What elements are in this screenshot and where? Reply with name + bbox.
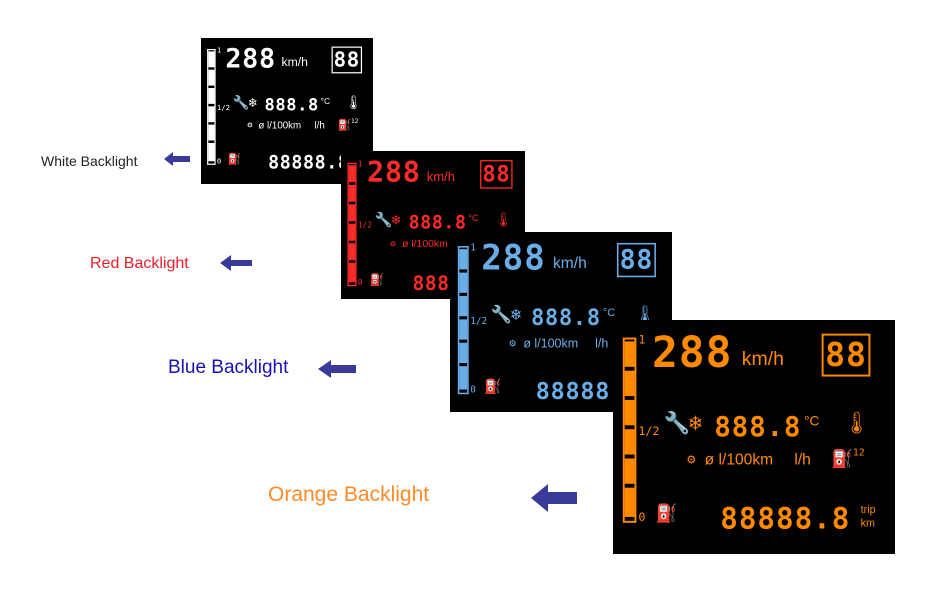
scale-mid: 1/2 <box>357 220 372 230</box>
speed-digits: 288 <box>367 156 421 190</box>
scale-mid: 1/2 <box>216 103 231 112</box>
per-hour-unit: l/h <box>595 337 609 351</box>
scale-bottom: 0 <box>470 384 476 396</box>
fuel-marker: 12 <box>852 447 865 459</box>
snowflake-icon: ❄ <box>510 305 522 325</box>
speed-unit: km/h <box>741 348 784 370</box>
temp-digits: 888.8 <box>714 410 802 443</box>
consumption-unit: ø l/100km <box>523 337 579 351</box>
snowflake-icon: ❄ <box>248 95 257 111</box>
temp-unit: °C <box>320 95 331 106</box>
gear-digits: 88 <box>331 46 363 74</box>
coolant-temp-icon: 🌡 <box>494 212 513 229</box>
scale-bottom: 0 <box>638 510 646 524</box>
scale-mid: 1/2 <box>470 315 488 327</box>
fuel-pump-icon: ⛽ <box>831 448 854 470</box>
speed-digits: 288 <box>652 327 733 378</box>
scale-top: 1 <box>216 45 222 55</box>
fuel-pump-icon: ⛽ <box>369 273 385 287</box>
gear-icon: ⚙ <box>687 451 696 468</box>
fuel-pump-icon: ⛽ <box>337 118 352 132</box>
speed-unit: km/h <box>426 169 455 185</box>
temp-digits: 888.8 <box>531 304 601 331</box>
speed-digits: 288 <box>225 42 276 74</box>
snowflake-icon: ❄ <box>391 212 401 229</box>
scale-mid: 1/2 <box>638 424 660 438</box>
wrench-icon: 🔧 <box>490 305 512 325</box>
km-label: km <box>860 517 875 530</box>
lcd-panel-orange: 1 1/2 0 288 km/h 88 🔧 ❄ 888.8 °C 🌡 ⚙ ø l… <box>613 320 895 554</box>
temp-unit: °C <box>468 212 479 224</box>
left-arrow-icon <box>531 484 577 512</box>
odometer-digits: 88888.8 <box>268 152 350 174</box>
per-hour-unit: l/h <box>794 451 811 469</box>
gear-digits: 88 <box>616 242 656 278</box>
consumption-unit: ø l/100km <box>258 120 302 131</box>
coolant-temp-icon: 🌡 <box>843 411 871 437</box>
coolant-temp-icon: 🌡 <box>344 95 363 111</box>
fuel-gauge-bar <box>347 162 357 287</box>
left-arrow-icon <box>164 152 190 166</box>
scale-bottom: 0 <box>216 156 222 166</box>
fuel-pump-icon: ⛽ <box>655 503 678 524</box>
lcd-content: 1 1/2 0 288 km/h 88 🔧 ❄ 888.8 °C 🌡 ⚙ ø l… <box>201 38 373 184</box>
wrench-icon: 🔧 <box>232 95 250 111</box>
consumption-unit: ø l/100km <box>704 451 774 469</box>
left-arrow-icon <box>318 360 356 378</box>
per-hour-unit: l/h <box>314 120 325 131</box>
wrench-icon: 🔧 <box>663 411 691 437</box>
temp-unit: °C <box>602 306 616 319</box>
blue-backlight-label: Blue Backlight <box>168 357 289 378</box>
gear-icon: ⚙ <box>247 120 253 131</box>
temp-digits: 888.8 <box>264 94 319 115</box>
fuel-gauge-bar <box>207 48 216 165</box>
speed-unit: km/h <box>552 254 587 272</box>
scale-top: 1 <box>470 242 476 254</box>
scale-top: 1 <box>357 159 363 169</box>
fuel-pump-icon: ⛽ <box>227 152 242 166</box>
wrench-icon: 🔧 <box>374 212 393 229</box>
fuel-gauge-bar <box>622 337 637 523</box>
coolant-temp-icon: 🌡 <box>634 305 656 325</box>
gear-icon: ⚙ <box>390 238 396 250</box>
white-backlight-label: White Backlight <box>41 153 138 169</box>
lcd-content: 1 1/2 0 288 km/h 88 🔧 ❄ 888.8 °C 🌡 ⚙ ø l… <box>613 320 888 554</box>
scale-bottom: 0 <box>357 277 363 287</box>
fuel-gauge-bar <box>457 246 469 395</box>
speed-unit: km/h <box>281 55 308 70</box>
gear-digits: 88 <box>480 160 513 189</box>
lcd-panel-white: 1 1/2 0 288 km/h 88 🔧 ❄ 888.8 °C 🌡 ⚙ ø l… <box>201 38 373 184</box>
gear-icon: ⚙ <box>509 337 516 350</box>
temp-digits: 888.8 <box>408 211 467 233</box>
left-arrow-icon <box>220 255 252 271</box>
gear-digits: 88 <box>821 333 871 377</box>
trip-label: trip <box>860 504 876 516</box>
orange-backlight-label: Orange Backlight <box>268 483 430 506</box>
fuel-marker: 12 <box>351 117 359 125</box>
fuel-pump-icon: ⛽ <box>484 378 502 396</box>
snowflake-icon: ❄ <box>689 411 702 437</box>
red-backlight-label: Red Backlight <box>90 255 189 272</box>
odometer-digits: 88888.8 <box>720 502 851 537</box>
speed-digits: 288 <box>481 238 546 279</box>
scale-top: 1 <box>638 332 646 347</box>
temp-unit: °C <box>804 412 820 429</box>
consumption-unit: ø l/100km <box>402 238 448 250</box>
